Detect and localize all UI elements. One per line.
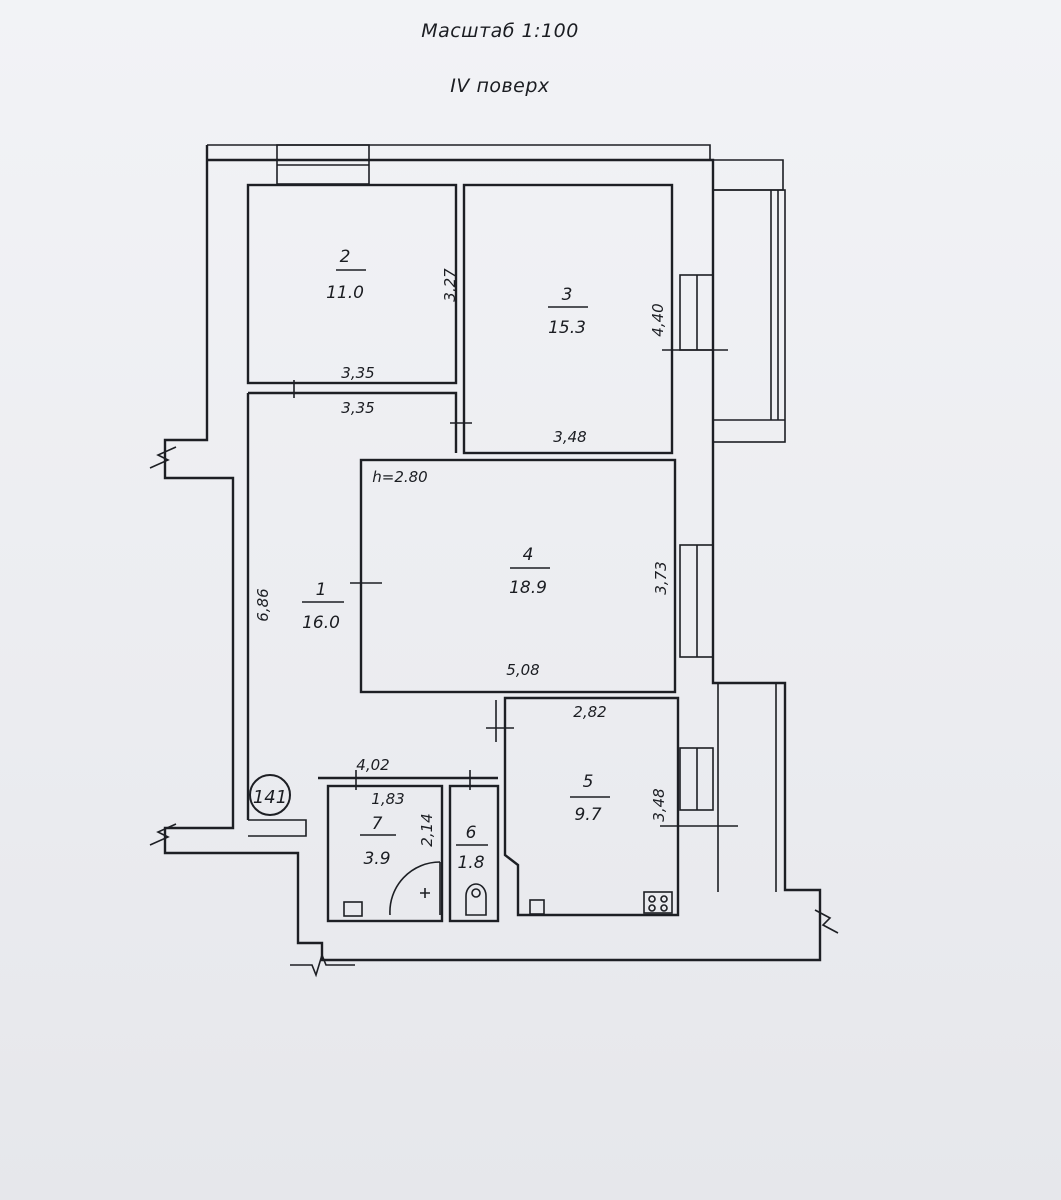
room-7: 1,83 2,14 7 3.9 — [326, 784, 444, 923]
room-2-area: 11.0 — [326, 283, 364, 303]
room-7-area: 3.9 — [363, 849, 390, 869]
room-3-number: 3 — [562, 285, 573, 305]
corridor-width-dim: 4,02 — [356, 756, 389, 774]
floor-label: IV поверх — [450, 75, 550, 97]
shower-icon — [420, 888, 430, 898]
room-3-height-dim: 4,40 — [649, 303, 667, 336]
room-2: 2 11.0 3,27 3,35 — [246, 183, 459, 398]
room-4: h=2.80 4 18.9 3,73 5,08 — [350, 458, 677, 694]
room-6-area: 1.8 — [457, 853, 484, 873]
room-3: 3 15.3 4,40 3,48 — [450, 183, 728, 455]
room-7-height-dim: 2,14 — [418, 813, 436, 846]
window-room-4 — [679, 544, 714, 658]
window-room-5 — [679, 683, 777, 892]
washbasin-icon — [343, 901, 363, 917]
ceiling-height-label: h=2.80 — [372, 468, 427, 486]
room-5-number: 5 — [583, 772, 594, 792]
room-6: 6 1.8 — [448, 784, 500, 923]
room-4-area: 18.9 — [509, 578, 547, 598]
window-room-3 — [679, 274, 714, 351]
toilet-icon — [465, 883, 487, 916]
room-3-area: 15.3 — [548, 318, 586, 338]
room-5: 2,82 5 9.7 3,48 — [486, 696, 738, 917]
door-swing-arc — [389, 861, 441, 916]
room-4-height-dim: 3,73 — [652, 561, 670, 594]
stove-icon — [643, 891, 673, 914]
window-room-2 — [276, 144, 370, 185]
scale-label: Масштаб 1:100 — [421, 20, 579, 42]
room-4-number: 4 — [523, 545, 534, 565]
room-7-width-dim: 1,83 — [371, 790, 404, 808]
room-1-area: 16.0 — [302, 613, 340, 633]
apartment-number-circle — [249, 774, 291, 816]
room-1-top-dim: 3,35 — [341, 399, 374, 417]
room-1: 1 16.0 6,86 — [246, 393, 344, 820]
room-7-number: 7 — [372, 814, 383, 834]
room-2-number: 2 — [340, 247, 351, 267]
room-3-width-dim: 3,48 — [553, 428, 586, 446]
room-5-area: 9.7 — [574, 805, 601, 825]
room-1-number: 1 — [316, 580, 327, 600]
balcony — [712, 189, 786, 443]
room-2-height-dim: 3,27 — [441, 268, 459, 302]
outer-walls — [149, 144, 839, 978]
room-6-number: 6 — [466, 823, 477, 843]
room-4-width-dim: 5,08 — [506, 661, 539, 679]
room-1-top-wall — [248, 391, 458, 453]
entrance: 141 — [248, 774, 307, 837]
room-1-height-dim: 6,86 — [254, 588, 272, 621]
room-2-width-dim: 3,35 — [341, 364, 374, 382]
room-5-height-dim: 3,48 — [650, 788, 668, 821]
sink-icon — [529, 899, 545, 915]
room-5-width-dim: 2,82 — [573, 703, 606, 721]
apartment-number: 141 — [253, 787, 287, 808]
